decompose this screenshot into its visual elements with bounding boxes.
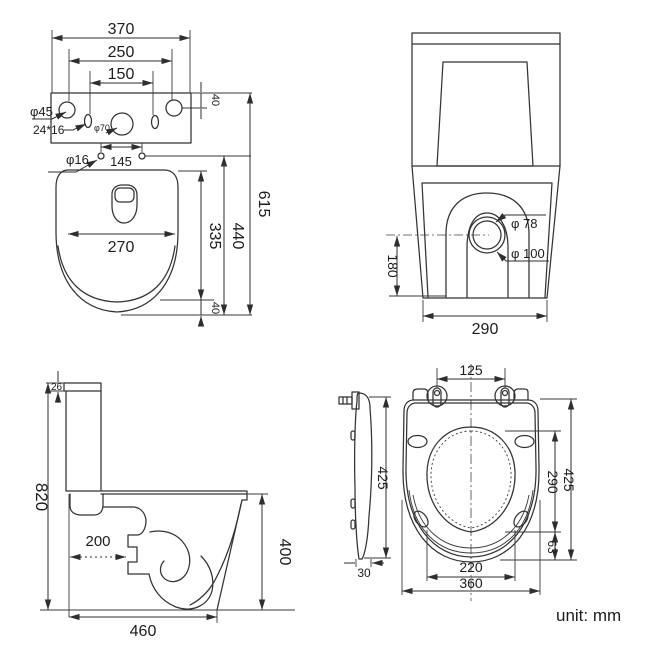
dim-total-height: 820 (32, 483, 51, 511)
flush-outlet-keyhole (111, 184, 138, 224)
slot-hole-right (150, 114, 160, 130)
seat-fix-hole-right (138, 152, 146, 160)
leader-outlet-outer (496, 251, 549, 262)
side-view: 26 820 200 400 460 (32, 371, 372, 640)
leader-flush-hole (105, 127, 118, 136)
seat-inner-outline (405, 402, 537, 558)
seat-opening-outline (426, 426, 516, 533)
flush-outlet-inner (114, 187, 135, 203)
front-view: φ 78 φ 100 180 290 (385, 32, 561, 338)
leader-left-hole (32, 111, 67, 120)
dim-total-depth: 615 (255, 191, 272, 218)
seat-bumper-top-right (514, 434, 535, 449)
dim-seat-total-width: 360 (459, 575, 483, 591)
rim-back-lip (69, 493, 104, 516)
dim-seat-total-length: 425 (561, 468, 577, 492)
dim-bowl-inner-width: 270 (108, 239, 135, 256)
dim-outlet-center-height: 180 (385, 254, 401, 278)
dim-hole-row-offset: 40 (209, 94, 221, 106)
dim-hinge-spacing: 125 (459, 362, 483, 378)
label-outlet-outer-dia: φ 100 (511, 246, 545, 261)
hinge-bolt-shaft (338, 396, 353, 405)
trapway-weir (149, 530, 191, 583)
seat-outer-outline (402, 399, 540, 563)
lid-side-outline (63, 382, 102, 392)
hinge-bolt-flange (351, 391, 360, 410)
seat-hinge-notch-right (513, 388, 529, 401)
label-outlet-inner-dia: φ 78 (511, 216, 538, 231)
pedestal-outer (445, 192, 530, 298)
cistern-side-outline (65, 390, 102, 492)
dim-seat-hole-spacing: 145 (110, 154, 132, 169)
flush-valve-hole (110, 112, 134, 136)
dim-bowl-height: 400 (276, 539, 293, 566)
dim-seat-side-length: 425 (375, 466, 391, 490)
cistern-front-outline (411, 32, 561, 167)
hinge-screw-right (501, 389, 509, 397)
cistern-top-outline (50, 92, 192, 144)
dim-lid-thickness: 26 (51, 382, 63, 393)
front-extension-lines (389, 295, 548, 322)
dim-bowl-front-offset: 40 (209, 302, 221, 314)
label-slot: 24*16 (33, 123, 65, 137)
seat-bumper-bottom-right (513, 510, 529, 528)
seat-edge-contours (408, 489, 534, 554)
seat-bumper-side-2 (350, 498, 356, 509)
dim-outlet-setout: 200 (85, 533, 110, 550)
cistern-hole-left (58, 101, 76, 119)
seat-bumper-bottom-left (413, 510, 429, 528)
seat-fix-hole-left (97, 152, 105, 160)
hinge-screw-left (433, 389, 441, 397)
seat-bumper-side-3 (350, 519, 356, 530)
seat-side-view: 425 30 (338, 391, 391, 580)
dim-base-width: 290 (472, 321, 499, 338)
trapway-outer (127, 519, 214, 610)
dim-hole-spacing-inner: 150 (108, 66, 135, 83)
unit-note: unit: mm (556, 606, 621, 625)
dim-bowl-inner-depth: 335 (206, 223, 223, 250)
label-seat-hole: φ16 (66, 152, 89, 167)
bowl-inner-front-wall (189, 503, 242, 606)
dim-hole-spacing-outer: 250 (108, 44, 135, 61)
leader-seat-hole (48, 159, 98, 173)
outlet-outer-circle (468, 216, 506, 254)
plan-view: 370 250 150 40 φ45 24*16 φ70 φ16 145 270… (30, 21, 272, 326)
rim-underside (102, 506, 147, 521)
label-left-hole: φ45 (30, 104, 53, 119)
seat-bumper-top-left (407, 434, 428, 449)
bowl-inner-contour (57, 245, 176, 303)
dim-base-depth: 460 (130, 623, 157, 640)
seat-top-view: 125 290 63 425 220 360 (401, 362, 577, 601)
side-extension-lines (46, 382, 372, 623)
dim-overall-width: 370 (108, 21, 135, 38)
seat-hinge-notch-left (412, 388, 429, 401)
dim-opening-width: 220 (459, 559, 483, 575)
seat-bumper-side-1 (350, 430, 356, 441)
dim-seat-thickness: 30 (357, 566, 371, 580)
bowl-top-outline (55, 169, 179, 313)
cistern-front-panel (436, 61, 534, 167)
dim-rear-to-opening: 63 (545, 540, 559, 554)
dim-opening-length: 290 (545, 470, 561, 494)
leader-slot (64, 123, 87, 132)
seat-profile-outline (353, 392, 373, 560)
dim-seat-hole-to-front: 440 (229, 223, 246, 250)
rim-top-surface (65, 490, 248, 501)
seat-top-extension-lines (401, 368, 577, 595)
label-flush-hole: φ70 (94, 123, 110, 133)
hinge-bolt-threads (342, 396, 348, 405)
base-outline (411, 165, 561, 299)
base-recess-panel (421, 182, 553, 298)
slot-hole-left (83, 113, 93, 129)
leader-outlet-inner (495, 212, 546, 223)
pedestal-inner (466, 212, 509, 298)
cistern-hole-right (165, 99, 183, 117)
plan-extension-lines (51, 30, 252, 316)
